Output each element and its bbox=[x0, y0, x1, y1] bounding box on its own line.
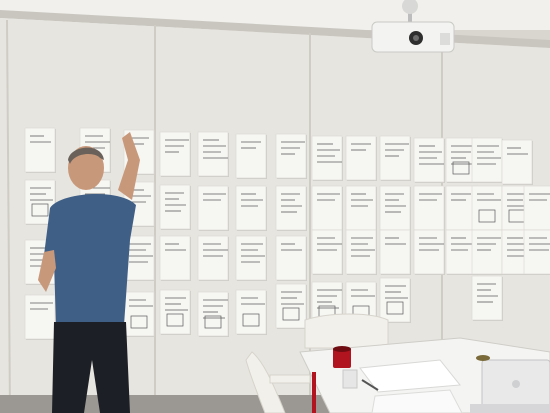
paper-sheet bbox=[159, 184, 191, 230]
pen bbox=[361, 379, 379, 391]
paper-sheet bbox=[471, 185, 503, 231]
hair bbox=[68, 147, 104, 164]
paper-sheet bbox=[413, 229, 445, 275]
paper-sheet bbox=[471, 137, 503, 183]
paper-sheet bbox=[275, 235, 307, 281]
chair-back bbox=[304, 313, 389, 349]
paper-sheet bbox=[159, 289, 191, 335]
paper-sheet bbox=[413, 185, 445, 231]
paper-sheet bbox=[275, 283, 307, 329]
meeting-table bbox=[299, 337, 550, 413]
paper-sheet bbox=[24, 127, 56, 173]
ceiling-projector bbox=[371, 0, 455, 53]
paper-sheet bbox=[523, 229, 550, 275]
raised-arm bbox=[118, 132, 140, 200]
paper-sheet bbox=[379, 185, 411, 231]
paper-sheet bbox=[345, 135, 377, 181]
paper-sheet bbox=[235, 289, 267, 335]
paper-sheet bbox=[379, 135, 411, 181]
paper-sheet bbox=[197, 131, 229, 177]
paper-sheet bbox=[197, 291, 229, 337]
paper-sheet bbox=[275, 133, 307, 179]
trousers bbox=[52, 322, 130, 413]
tshirt bbox=[44, 193, 136, 325]
paper-sheet bbox=[197, 185, 229, 231]
paper-sheet bbox=[311, 135, 343, 181]
paper-sheet bbox=[235, 235, 267, 281]
paper-sheet bbox=[311, 185, 343, 231]
paper-sheet-wall bbox=[24, 127, 550, 340]
paper-sheet bbox=[24, 179, 56, 225]
paper-sheet bbox=[24, 294, 56, 340]
paper-sheet bbox=[311, 229, 343, 275]
paper-sheet bbox=[523, 185, 550, 231]
red-mug bbox=[333, 348, 351, 368]
paper-sheet bbox=[197, 235, 229, 281]
glass bbox=[342, 369, 358, 389]
paper-sheet bbox=[235, 133, 267, 179]
paper-sheet bbox=[413, 137, 445, 183]
paper-sheet bbox=[471, 275, 503, 321]
paper-sheet bbox=[471, 229, 503, 275]
chair-left bbox=[245, 351, 311, 413]
head bbox=[68, 146, 104, 190]
paper-sheet bbox=[235, 185, 267, 231]
paper-sheet bbox=[445, 137, 477, 183]
paper-sheet bbox=[159, 235, 191, 281]
paper-sheet bbox=[345, 185, 377, 231]
paper-sheet bbox=[379, 229, 411, 275]
paper-sheet bbox=[123, 291, 155, 337]
paper-sheet bbox=[275, 185, 307, 231]
paper-sheet bbox=[345, 229, 377, 275]
paper-sheet bbox=[501, 139, 533, 185]
lowered-arm bbox=[38, 250, 56, 292]
person-writing bbox=[38, 132, 140, 413]
laptop bbox=[470, 359, 550, 413]
paper-sheet bbox=[159, 131, 191, 177]
paper-sheet bbox=[379, 277, 411, 323]
